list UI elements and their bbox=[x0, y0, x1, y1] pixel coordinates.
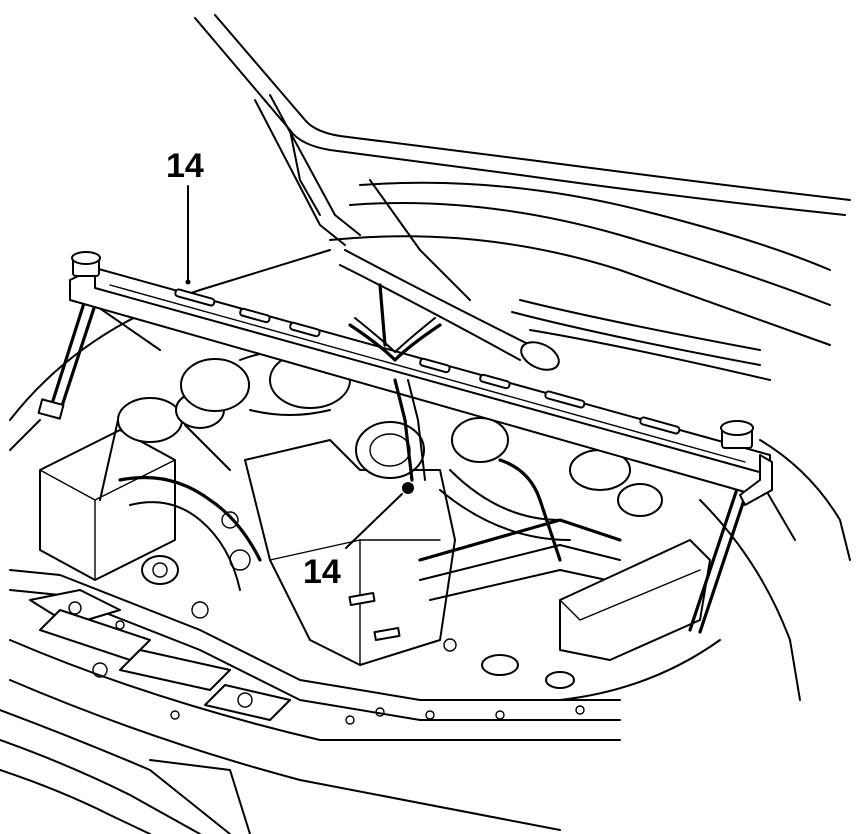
hood bbox=[194, 14, 851, 381]
callout-top: 14 bbox=[166, 147, 204, 285]
support-bar-tool bbox=[37, 251, 796, 634]
callout-label-bottom: 14 bbox=[303, 553, 341, 591]
engine-components bbox=[39, 348, 711, 689]
callout-label-top: 14 bbox=[166, 147, 204, 185]
callout-bottom: 14 bbox=[303, 493, 403, 591]
leader-line-bottom bbox=[345, 493, 403, 549]
front-support-and-grille bbox=[0, 569, 621, 834]
